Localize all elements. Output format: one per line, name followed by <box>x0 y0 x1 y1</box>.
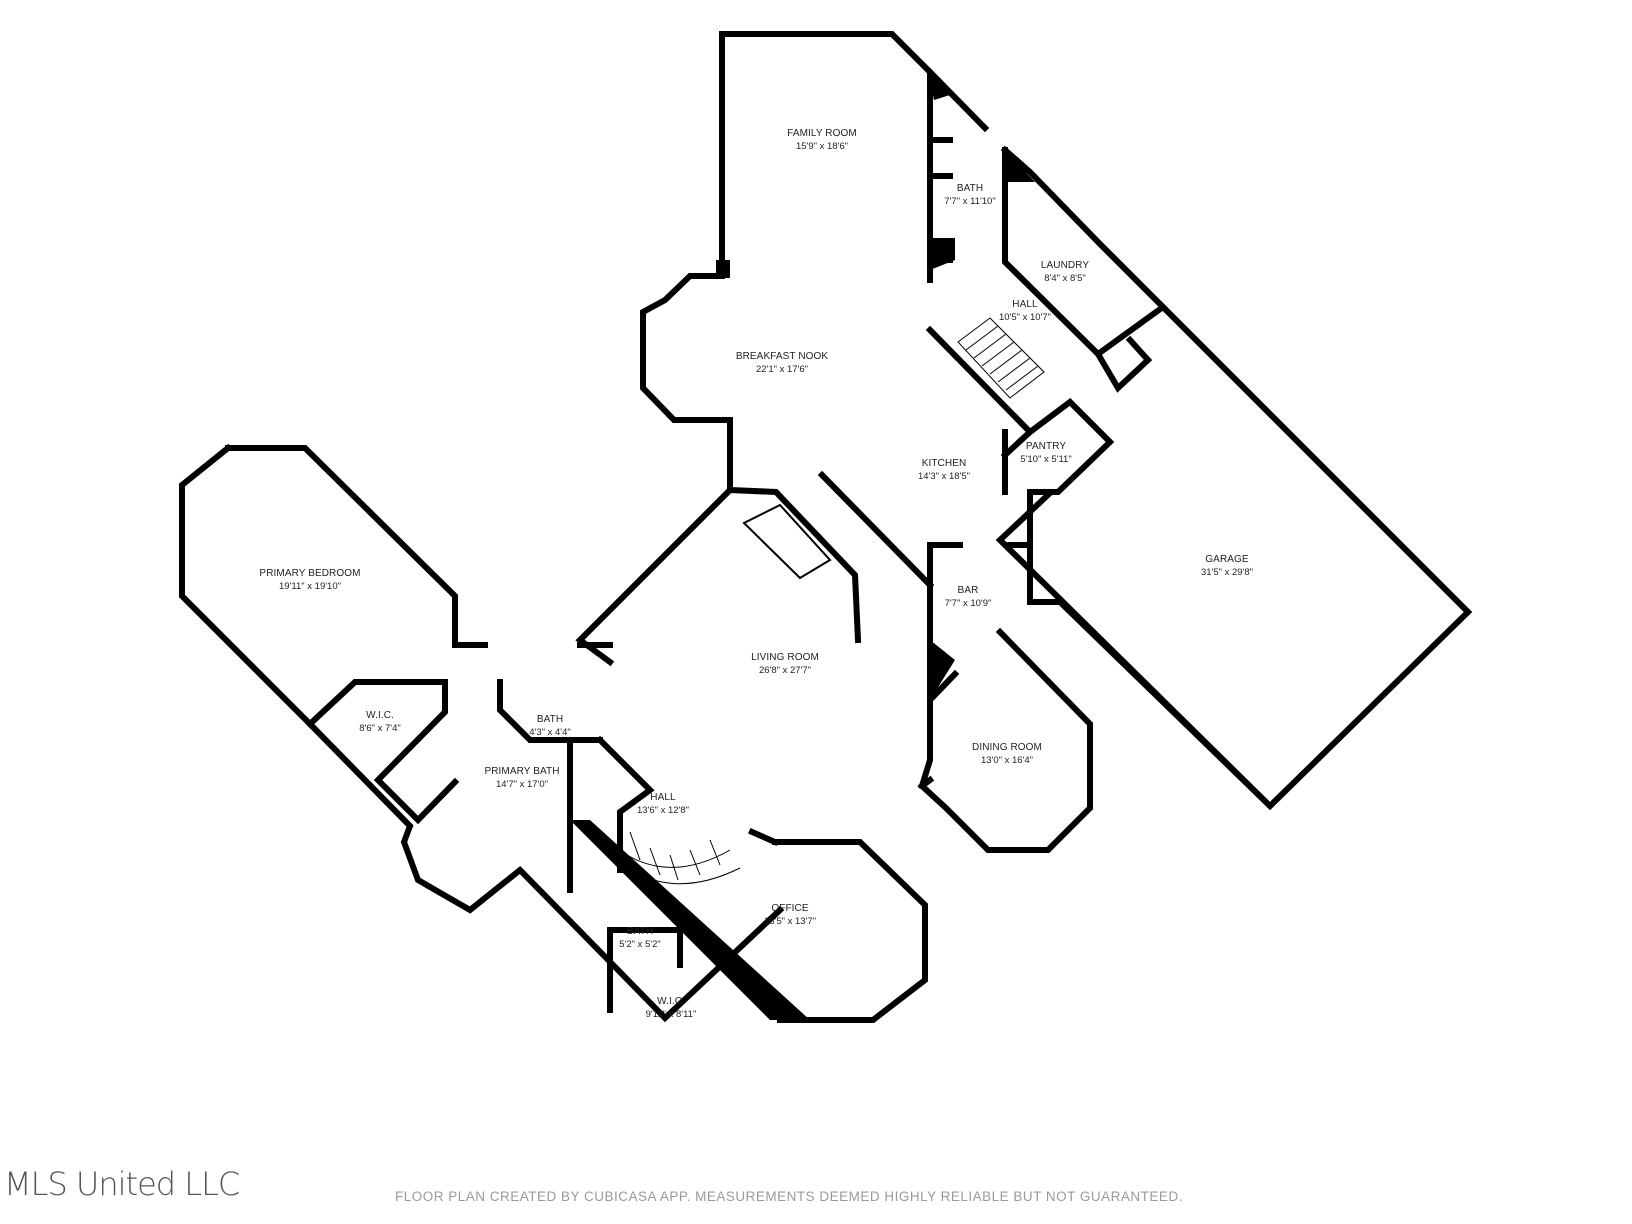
room-dimensions: 15'9" x 18'6" <box>795 140 849 152</box>
family-room-walls <box>719 31 933 263</box>
room-primary-bath: PRIMARY BATH 14'7" x 17'0" <box>484 766 559 790</box>
room-dimensions: 10'5" x 10'7" <box>998 311 1052 323</box>
room-laundry: LAUNDRY 8'4" x 8'5" <box>1041 260 1089 284</box>
room-name: FAMILY ROOM <box>787 127 857 139</box>
office-walls <box>748 828 928 1023</box>
primary-bath-walls <box>305 719 785 1023</box>
room-wic-upper: W.I.C. 8'6" x 7'4" <box>359 710 401 734</box>
room-dimensions: 8'4" x 8'5" <box>1044 272 1086 284</box>
room-name: BAR <box>957 584 979 596</box>
room-dimensions: 31'5" x 29'8" <box>1200 566 1254 578</box>
room-bath-small: BATH 4'3" x 4'4" <box>529 714 571 738</box>
room-dimensions: 22'1" x 17'6" <box>755 363 809 375</box>
wall-fill-family <box>928 72 950 100</box>
room-hall-lower: HALL 13'6" x 12'8" <box>637 792 689 816</box>
room-dimensions: 19'11" x 19'10" <box>279 580 341 592</box>
room-name: PANTRY <box>1025 440 1067 452</box>
room-name: OFFICE <box>771 902 809 914</box>
room-dimensions: 5'2" x 5'2" <box>619 938 661 950</box>
room-name: BATH <box>626 925 654 937</box>
room-dimensions: 8'6" x 7'4" <box>359 722 401 734</box>
room-name: W.I.C. <box>366 709 394 721</box>
room-dimensions: 7'7" x 11'10" <box>944 195 996 207</box>
room-bath-upper: BATH 7'7" x 11'10" <box>944 183 995 207</box>
laundry-closet <box>1093 335 1153 393</box>
room-dimensions: 26'8" x 27'7" <box>758 664 812 676</box>
breakfast-bay-walls <box>640 257 733 493</box>
room-name: DINING ROOM <box>972 741 1042 753</box>
room-dimensions: 7'7" x 10'9" <box>944 597 992 609</box>
bath-upper-walls <box>925 67 990 283</box>
lower-stairs <box>603 831 741 885</box>
room-name: PRIMARY BEDROOM <box>259 567 361 579</box>
living-room-walls <box>575 485 862 667</box>
room-hall-upper: HALL 10'5" x 10'7" <box>999 299 1051 323</box>
wall-fill-bath <box>930 238 955 270</box>
wic-upper-walls <box>305 679 460 825</box>
room-bath-lower: BATH 5'2" x 5'2" <box>619 926 661 950</box>
room-dimensions: 5'10" x 5'11" <box>1020 453 1072 465</box>
primary-bedroom-walls <box>179 443 613 729</box>
dining-walls <box>917 627 1093 853</box>
dining-connector <box>918 697 933 790</box>
room-dimensions: 15'5" x 13'7" <box>763 915 817 927</box>
room-name: HALL <box>1012 298 1038 310</box>
room-office: OFFICE 15'5" x 13'7" <box>764 903 816 927</box>
room-primary-bedroom: PRIMARY BEDROOM 19'11" x 19'10" <box>259 568 360 592</box>
room-family-room: FAMILY ROOM 15'9" x 18'6" <box>787 128 857 152</box>
garage-walls <box>995 302 1473 811</box>
room-dimensions: 4'3" x 4'4" <box>529 726 571 738</box>
wall-fill-laundry <box>1005 150 1035 182</box>
room-dining-room: DINING ROOM 13'0" x 16'4" <box>972 742 1042 766</box>
room-name: W.I.C. <box>657 995 685 1007</box>
room-dimensions: 9'11" x 8'11" <box>645 1008 697 1020</box>
wall-fill-corridor <box>570 820 810 1020</box>
room-wic-lower: W.I.C. 9'11" x 8'11" <box>646 996 697 1020</box>
room-garage: GARAGE 31'5" x 29'8" <box>1201 554 1253 578</box>
room-dimensions: 14'3" x 18'5" <box>917 470 971 482</box>
watermark-logo: MLS United LLC <box>4 1165 240 1203</box>
upper-stairs <box>957 317 1045 399</box>
bath-small-walls <box>497 679 603 893</box>
room-name: BATH <box>536 713 564 725</box>
room-bar: BAR 7'7" x 10'9" <box>945 585 992 609</box>
room-living-room: LIVING ROOM 26'8" x 27'7" <box>751 652 819 676</box>
room-name: LIVING ROOM <box>751 651 819 663</box>
room-dimensions: 13'6" x 12'8" <box>636 804 690 816</box>
room-name: KITCHEN <box>921 457 967 469</box>
room-name: LAUNDRY <box>1040 259 1090 271</box>
room-name: PRIMARY BATH <box>484 765 560 777</box>
wall-fill-nook <box>716 260 730 278</box>
room-name: BREAKFAST NOOK <box>735 350 829 362</box>
room-name: GARAGE <box>1205 553 1249 565</box>
room-pantry: PANTRY 5'10" x 5'11" <box>1020 441 1071 465</box>
room-dimensions: 14'7" x 17'0" <box>495 778 549 790</box>
room-kitchen: KITCHEN 14'3" x 18'5" <box>918 458 970 482</box>
room-name: BATH <box>956 182 984 194</box>
fireplace <box>742 503 832 580</box>
room-dimensions: 13'0" x 16'4" <box>980 754 1034 766</box>
disclaimer-text: FLOOR PLAN CREATED BY CUBICASA APP. MEAS… <box>395 1189 1183 1204</box>
hall-lower-walls <box>595 735 655 873</box>
pantry-walls <box>1000 427 1035 495</box>
room-breakfast-nook: BREAKFAST NOOK 22'1" x 17'6" <box>736 351 828 375</box>
wall-fill-bar <box>930 640 955 700</box>
room-name: HALL <box>650 791 676 803</box>
